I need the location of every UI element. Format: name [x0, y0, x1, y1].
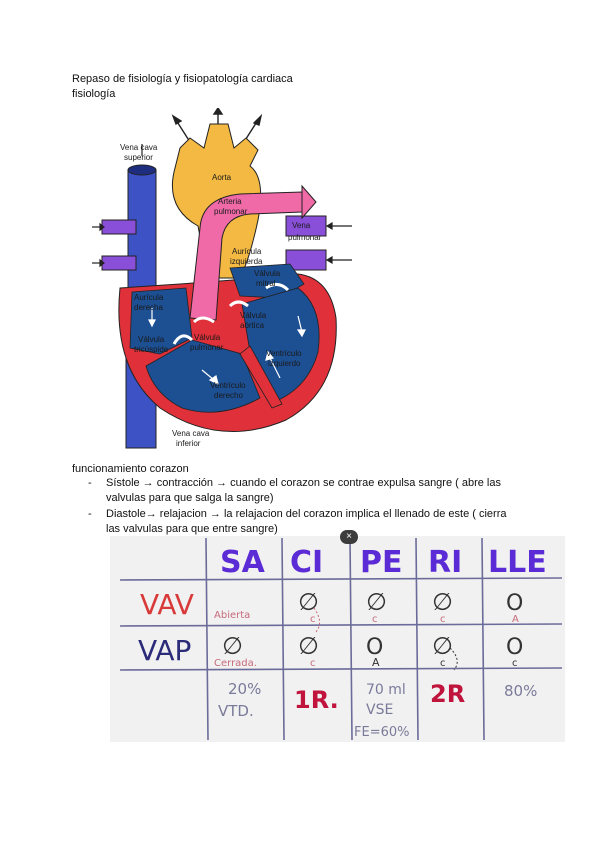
- page-title: Repaso de fisiología y fisiopatología ca…: [72, 73, 293, 85]
- label-ventriculo-izquierdo-1: Ventrículo: [266, 349, 302, 358]
- page-subtitle: fisiología: [72, 88, 116, 100]
- pulmonary-artery-arrow: [301, 184, 317, 220]
- pulmonary-veins-right: [285, 215, 327, 271]
- lle-percent: 80%: [504, 682, 537, 700]
- label-auricula-derecha-1: Aurícula: [134, 293, 164, 302]
- label-vena-cava-inferior-1: Vena cava: [172, 429, 210, 438]
- vap-ri-symbol: ∅: [432, 632, 453, 660]
- vav-row: Abierta ∅ ∅ ∅ O c c c A: [214, 588, 523, 625]
- label-valvula-aortica-1: Válvula: [240, 311, 267, 320]
- label-vena-cava-superior-2: superior: [124, 153, 153, 162]
- label-ventriculo-izquierdo-2: izquierdo: [268, 359, 301, 368]
- vav-ci-symbol: ∅: [298, 588, 319, 616]
- vav-ri-note: c: [440, 614, 446, 625]
- bottom-row: 20% VTD. 1R. 70 ml VSE FE=60% 2R 80%: [218, 680, 537, 740]
- bullet-text-line2: valvulas para que salga la sangre): [106, 492, 274, 504]
- pe-volume: 70 ml: [366, 682, 406, 698]
- heart-diagram: Vena cava superior Aorta Arteria pulmona…: [90, 108, 355, 460]
- inflow-arrows: [92, 144, 352, 268]
- pe-fe: FE=60%: [354, 725, 409, 740]
- flow-arrows: [148, 308, 306, 386]
- vap-lle-symbol: O: [506, 635, 523, 660]
- right-atrium: [129, 287, 193, 355]
- bullet-dash: -: [88, 477, 92, 489]
- vav-sa-note: Abierta: [214, 610, 250, 621]
- label-valvula-pulmonar-1: Válvula: [194, 333, 221, 342]
- vav-lle-symbol: O: [506, 591, 523, 616]
- label-vena-cava-superior-1: Vena cava: [120, 143, 158, 152]
- pulmonary-veins-left: [101, 219, 137, 271]
- label-valvula-pulmonar-2: pulmonar: [190, 343, 224, 352]
- label-aorta: Aorta: [212, 173, 232, 182]
- label-arteria-pulmonar-1: Arteria: [218, 197, 242, 206]
- bullet-text-line1: Diastole→ relajacion → la relajacion del…: [106, 508, 507, 520]
- vap-lle-note: c: [512, 658, 518, 669]
- header-lle: LLE: [488, 545, 547, 580]
- bullet-dash: -: [88, 508, 92, 520]
- vap-pe-symbol: O: [366, 635, 383, 660]
- bullet-list: - Sístole → contracción → cuando el cora…: [88, 476, 548, 538]
- column-headers: SA CI PE RI LLE: [220, 545, 547, 580]
- vav-pe-symbol: ∅: [366, 588, 387, 616]
- label-venas-pulmonares-1: Vena: [292, 221, 311, 230]
- dotted-arrow-ri: [449, 647, 458, 671]
- label-ventriculo-derecho-2: derecho: [214, 391, 243, 400]
- close-icon[interactable]: ×: [340, 530, 358, 544]
- vap-ri-note: c: [440, 658, 446, 669]
- label-vena-cava-inferior-2: inferior: [176, 439, 201, 448]
- section-heading: funcionamiento corazon: [72, 463, 189, 475]
- label-arteria-pulmonar-2: pulmonar: [214, 207, 248, 216]
- vap-sa-symbol: ∅: [222, 632, 243, 660]
- valves: [172, 283, 290, 345]
- sa-vtd-label: VTD.: [218, 702, 254, 720]
- header-ci: CI: [290, 545, 323, 580]
- vap-pe-note: A: [372, 656, 380, 669]
- label-auricula-izquierda-1: Aurícula: [232, 247, 262, 256]
- header-sa: SA: [220, 545, 266, 580]
- septum: [239, 345, 283, 409]
- bullet-text-line1: Sístole → contracción → cuando el corazo…: [106, 477, 501, 489]
- table-grid: [119, 537, 563, 741]
- vav-lle-note: A: [512, 614, 519, 625]
- vap-ci-note: c: [310, 658, 316, 669]
- vav-pe-note: c: [372, 614, 378, 625]
- label-auricula-izquierda-2: izquierda: [230, 257, 263, 266]
- vap-ci-symbol: ∅: [298, 632, 319, 660]
- vap-row: ∅ ∅ O ∅ O Cerrada. c A c c: [214, 632, 523, 669]
- label-valvula-tricuspide-2: tricúspide: [134, 345, 169, 354]
- label-venas-pulmonares-2: pulmonar: [288, 233, 322, 242]
- label-auricula-derecha-2: derecha: [134, 303, 163, 312]
- vav-ri-symbol: ∅: [432, 588, 453, 616]
- label-ventriculo-derecho-1: Ventrículo: [210, 381, 246, 390]
- label-valvula-aortica-2: aórtica: [240, 321, 265, 330]
- whiteboard-image: SA CI PE RI LLE VAV VAP Abierta ∅ ∅ ∅ O …: [110, 536, 565, 742]
- label-valvula-tricuspide-1: Válvula: [138, 335, 165, 344]
- list-item: - Diastole→ relajacion → la relajacion d…: [88, 507, 548, 537]
- row-label-vap: VAP: [138, 634, 191, 667]
- vav-ci-note: c: [310, 614, 316, 625]
- ri-2r: 2R: [430, 680, 465, 708]
- header-pe: PE: [360, 545, 402, 580]
- ci-1r: 1R.: [294, 686, 339, 714]
- right-ventricle: [145, 339, 261, 413]
- vap-sa-note: Cerrada.: [214, 658, 257, 669]
- row-label-vav: VAV: [140, 588, 194, 621]
- bullet-text-line2: las valvulas para que entre sangre): [106, 523, 278, 535]
- label-valvula-mitral-1: Válvula: [254, 269, 281, 278]
- dotted-arrow-ci: [313, 607, 320, 633]
- heart-labels: Vena cava superior Aorta Arteria pulmona…: [120, 143, 322, 448]
- sa-vtd-percent: 20%: [228, 680, 261, 698]
- header-ri: RI: [428, 545, 462, 580]
- pe-vse: VSE: [366, 702, 393, 718]
- label-valvula-mitral-2: mitral: [256, 279, 276, 288]
- list-item: - Sístole → contracción → cuando el cora…: [88, 476, 548, 506]
